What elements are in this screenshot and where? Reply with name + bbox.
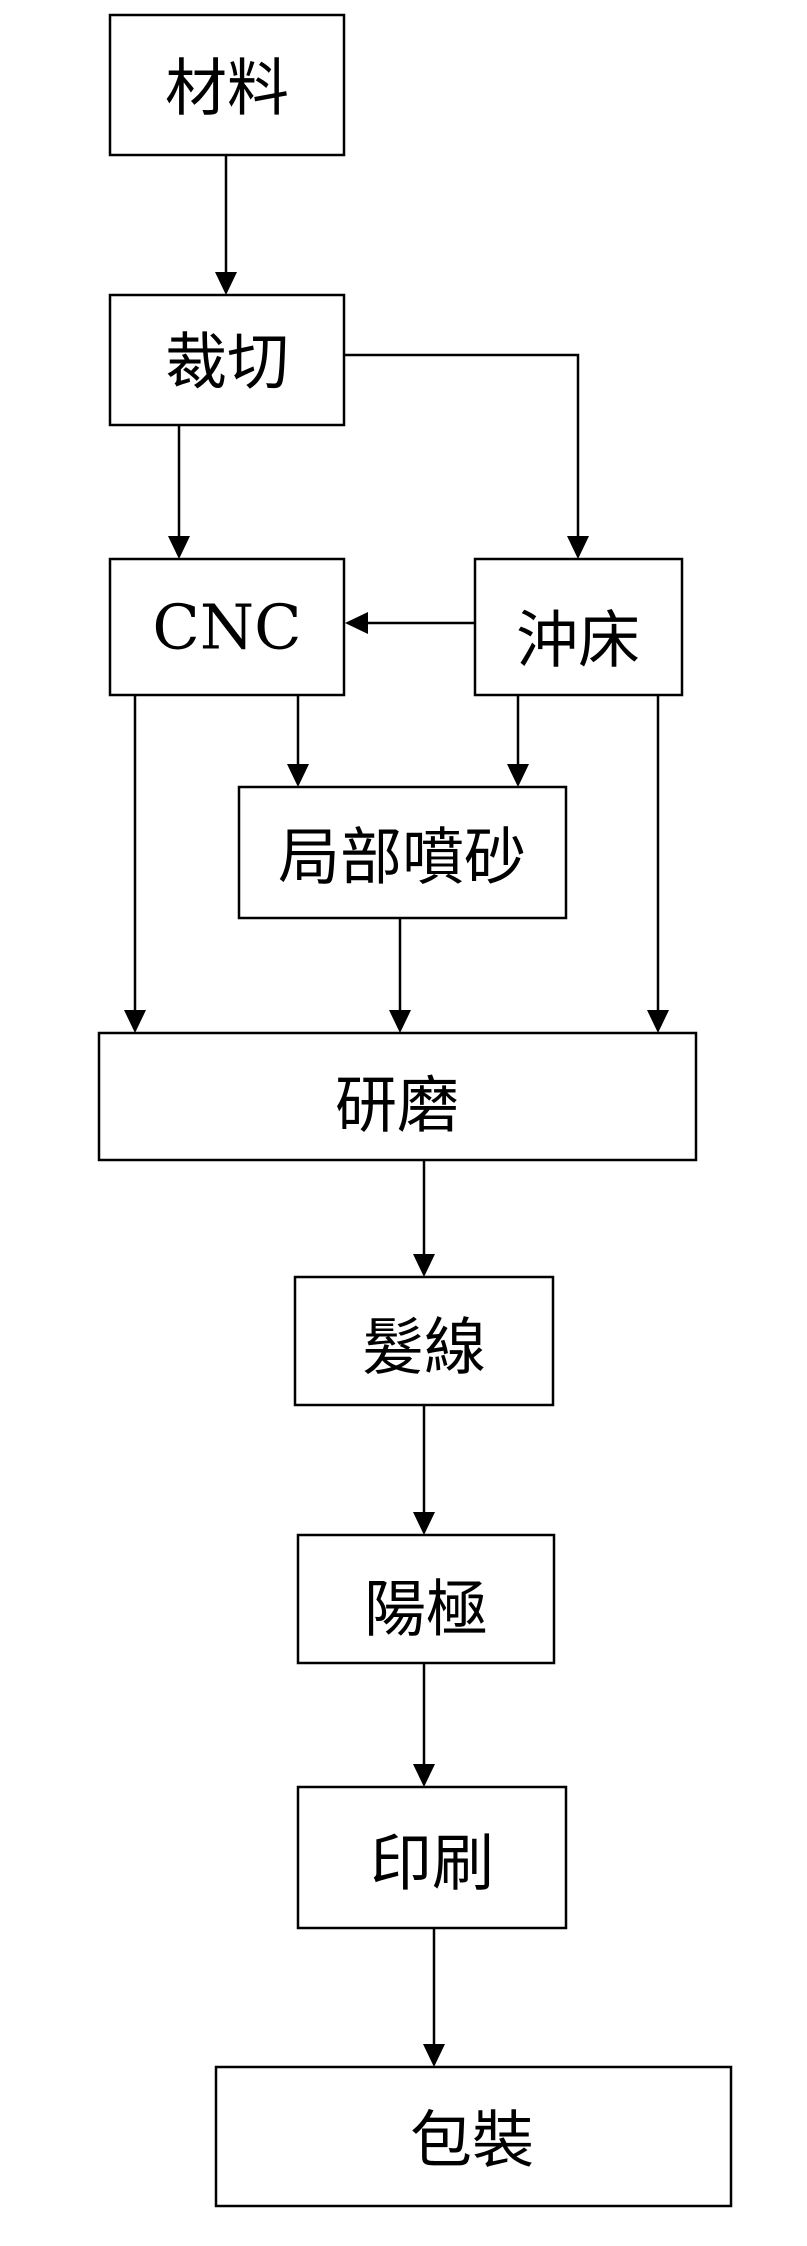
node-printing-label: 印刷: [370, 1827, 494, 1900]
edges: [124, 155, 669, 2067]
edge-hairline-to-anodizing: [413, 1405, 435, 1535]
node-sandblast: 局部噴砂: [237, 785, 568, 920]
node-cnc: CNC: [108, 557, 346, 697]
node-punch-label: 沖床: [516, 604, 640, 677]
node-grinding: 研磨: [97, 1031, 698, 1162]
node-cutting-label: 裁切: [165, 326, 289, 399]
node-material: 材料: [108, 13, 346, 157]
node-cutting: 裁切: [108, 293, 346, 427]
edge-grinding-to-hairline: [413, 1160, 435, 1277]
edge-printing-to-packaging: [423, 1928, 445, 2067]
edge-cnc-to-sandblast: [287, 695, 309, 787]
edge-cutting-to-punch: [344, 353, 589, 559]
edge-sandblast-to-grinding: [389, 918, 411, 1033]
node-packaging-label: 包裝: [410, 2104, 534, 2177]
node-hairline-label: 髮線: [362, 1311, 486, 1384]
node-hairline: 髮線: [293, 1275, 555, 1407]
nodes: 材料 裁切 CNC 沖床 局部噴砂 研磨 髮線 陽極: [97, 13, 733, 2208]
node-anodizing-label: 陽極: [364, 1573, 488, 1646]
edge-cnc-to-grinding: [124, 695, 146, 1033]
node-sandblast-label: 局部噴砂: [278, 821, 526, 894]
edge-cutting-to-cnc: [168, 425, 190, 559]
node-printing: 印刷: [296, 1785, 568, 1930]
node-cnc-label: CNC: [152, 591, 301, 664]
edge-anodizing-to-printing: [413, 1663, 435, 1787]
node-grinding-label: 研磨: [335, 1069, 459, 1142]
node-packaging: 包裝: [214, 2065, 733, 2208]
edge-punch-to-sandblast: [507, 695, 529, 787]
edge-punch-to-cnc: [345, 612, 475, 634]
node-material-label: 材料: [165, 52, 289, 125]
node-anodizing: 陽極: [296, 1533, 556, 1665]
edge-material-to-cutting: [215, 155, 237, 295]
edge-punch-to-grinding: [647, 695, 669, 1033]
node-punch: 沖床: [473, 557, 684, 697]
